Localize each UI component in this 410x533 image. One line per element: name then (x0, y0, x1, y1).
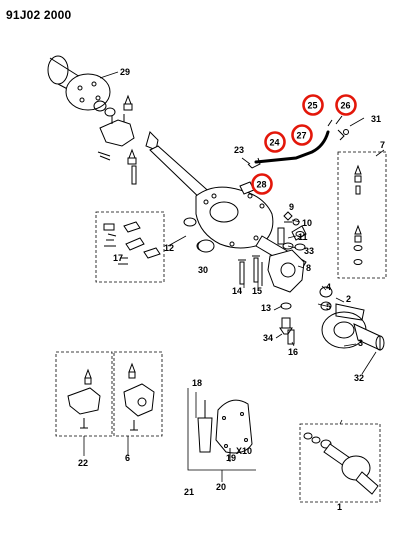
callout-21: 21 (184, 487, 194, 497)
callout-25: 25 (308, 101, 318, 111)
highlight-ring-26 (335, 94, 357, 116)
callout-19: 19 (226, 453, 236, 463)
ball-joint-hardware (279, 302, 295, 345)
axle-shaft-end (47, 55, 133, 117)
diagram-id: 91J02 2000 (6, 8, 72, 22)
callout-23: 23 (234, 145, 244, 155)
callout-34: 34 (263, 333, 273, 343)
callout-26: 26 (341, 101, 351, 111)
callout-14: 14 (232, 286, 242, 296)
callout-7: 7 (380, 140, 385, 150)
callout-29: 29 (120, 67, 130, 77)
callout-33: 33 (304, 246, 314, 256)
box-21 (187, 388, 256, 471)
callout-labels: 29 23 31 7 9 10 11 33 8 4 2 5 12 17 30 1… (78, 67, 385, 512)
callout-1: 1 (337, 502, 342, 512)
callout-30: 30 (198, 265, 208, 275)
highlight-ring-27 (291, 124, 313, 146)
brake-rotor-hub (321, 303, 385, 351)
highlight-ring-24 (264, 131, 286, 153)
callout-22: 22 (78, 458, 88, 468)
box-22 (55, 351, 113, 437)
callout-15: 15 (252, 286, 262, 296)
callout-24: 24 (270, 138, 280, 148)
callout-9: 9 (289, 202, 294, 212)
callout-18: 18 (192, 378, 202, 388)
callout-4: 4 (326, 282, 331, 292)
callout-8: 8 (306, 263, 311, 273)
callout-27: 27 (297, 131, 307, 141)
callout-x10: X10 (236, 446, 252, 456)
callout-12: 12 (164, 243, 174, 253)
highlight-ring-25 (302, 94, 324, 116)
callout-28: 28 (257, 180, 267, 190)
lower-bolts (238, 255, 260, 285)
leader-lines (83, 71, 385, 482)
callout-20: 20 (216, 482, 226, 492)
box-6 (113, 351, 163, 437)
right-steering-knuckle (261, 225, 333, 311)
callout-11: 11 (298, 232, 308, 242)
box-1 (299, 423, 381, 503)
callout-10: 10 (302, 218, 312, 228)
box-17 (95, 211, 165, 283)
callout-5: 5 (326, 302, 331, 312)
callout-16: 16 (288, 347, 298, 357)
callout-32: 32 (354, 373, 364, 383)
upper-steering-knuckle (97, 114, 159, 185)
callout-2: 2 (346, 294, 351, 304)
box-7 (337, 151, 387, 279)
highlight-ring-28 (251, 173, 273, 195)
callout-31: 31 (371, 114, 381, 124)
tie-rod-tube (247, 115, 349, 169)
callout-13: 13 (261, 303, 271, 313)
washer-30 (197, 239, 215, 253)
highlighted-callouts: 25 26 24 27 28 (251, 94, 357, 195)
callout-3: 3 (358, 338, 363, 348)
callout-6: 6 (125, 453, 130, 463)
callout-17: 17 (113, 253, 123, 263)
